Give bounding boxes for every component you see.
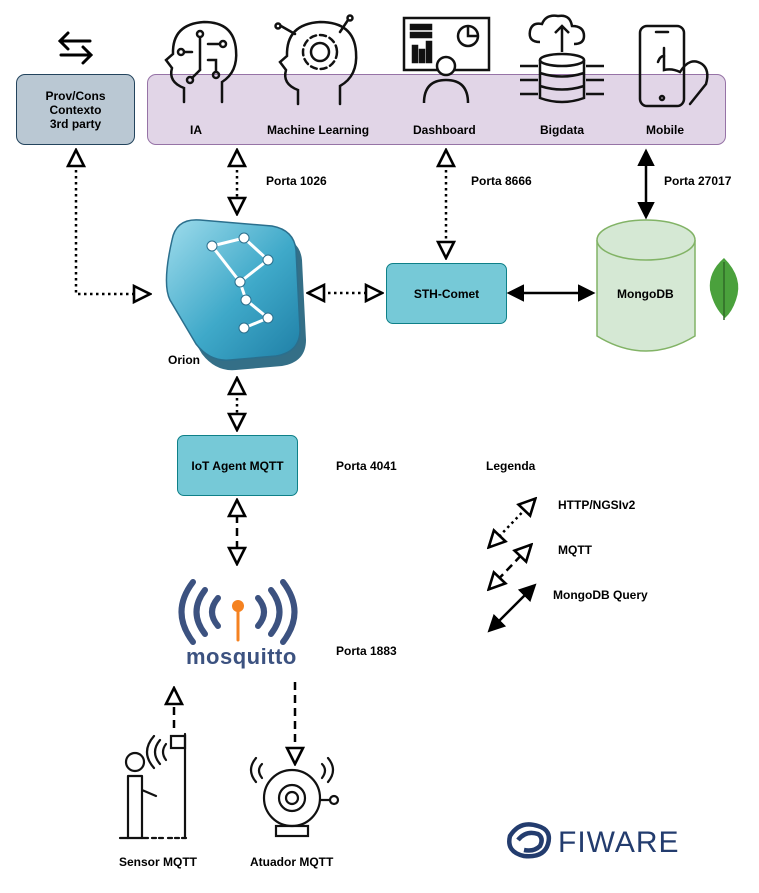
iot-agent-box: IoT Agent MQTT xyxy=(177,435,298,496)
sth-comet-box: STH-Comet xyxy=(386,263,507,324)
sensor-label: Sensor MQTT xyxy=(119,855,198,869)
label-dashboard: Dashboard xyxy=(413,123,476,137)
mongodb-connectors xyxy=(487,148,655,633)
dashboard-presenter-icon xyxy=(402,16,491,104)
ml-head-gear-icon xyxy=(274,14,358,106)
ai-head-circuit-icon xyxy=(164,20,238,104)
fiware-logo-icon xyxy=(507,822,552,859)
prov-cons-line-2: Contexto xyxy=(49,102,102,117)
port-4041: Porta 4041 xyxy=(336,459,397,473)
alarm-bell-icon xyxy=(249,756,340,838)
bigdata-cloud-database-icon xyxy=(520,14,604,104)
mongodb-leaf-icon xyxy=(709,258,739,320)
label-bigdata: Bigdata xyxy=(540,123,585,137)
label-machine-learning: Machine Learning xyxy=(267,123,370,137)
mobile-hand-icon xyxy=(638,24,709,108)
orion-context-broker-icon xyxy=(165,219,306,371)
port-1026: Porta 1026 xyxy=(266,174,327,188)
sensor-person-icon xyxy=(118,732,190,840)
prov-cons-line-1: Prov/Cons xyxy=(45,88,106,103)
port-1883: Porta 1883 xyxy=(336,644,397,658)
legend-title: Legenda xyxy=(486,459,536,473)
applications-bar xyxy=(147,74,726,145)
mosquitto-wordmark: mosquitto xyxy=(186,644,297,669)
mongodb-cylinder xyxy=(596,219,696,352)
legend-mongodb-query: MongoDB Query xyxy=(553,588,648,602)
prov-cons-line-3: 3rd party xyxy=(49,116,102,131)
iot-agent-label: IoT Agent MQTT xyxy=(191,458,284,473)
legend-http: HTTP/NGSIv2 xyxy=(558,498,636,512)
mqtt-connectors xyxy=(174,502,530,762)
mongodb-label: MongoDB xyxy=(617,287,674,301)
exchange-arrows-icon xyxy=(57,31,94,65)
sth-comet-label: STH-Comet xyxy=(413,286,480,301)
label-ia: IA xyxy=(190,123,202,137)
prov-cons-box: Prov/Cons Contexto 3rd party xyxy=(16,74,135,145)
orion-label: Orion xyxy=(168,353,200,367)
fiware-wordmark: FIWARE xyxy=(558,826,680,859)
port-8666: Porta 8666 xyxy=(471,174,532,188)
http-connectors xyxy=(76,152,534,546)
legend-mqtt: MQTT xyxy=(558,543,592,557)
label-mobile: Mobile xyxy=(646,123,684,137)
mosquitto-logo-icon xyxy=(178,579,298,645)
actuator-label: Atuador MQTT xyxy=(250,855,334,869)
port-27017: Porta 27017 xyxy=(664,174,732,188)
